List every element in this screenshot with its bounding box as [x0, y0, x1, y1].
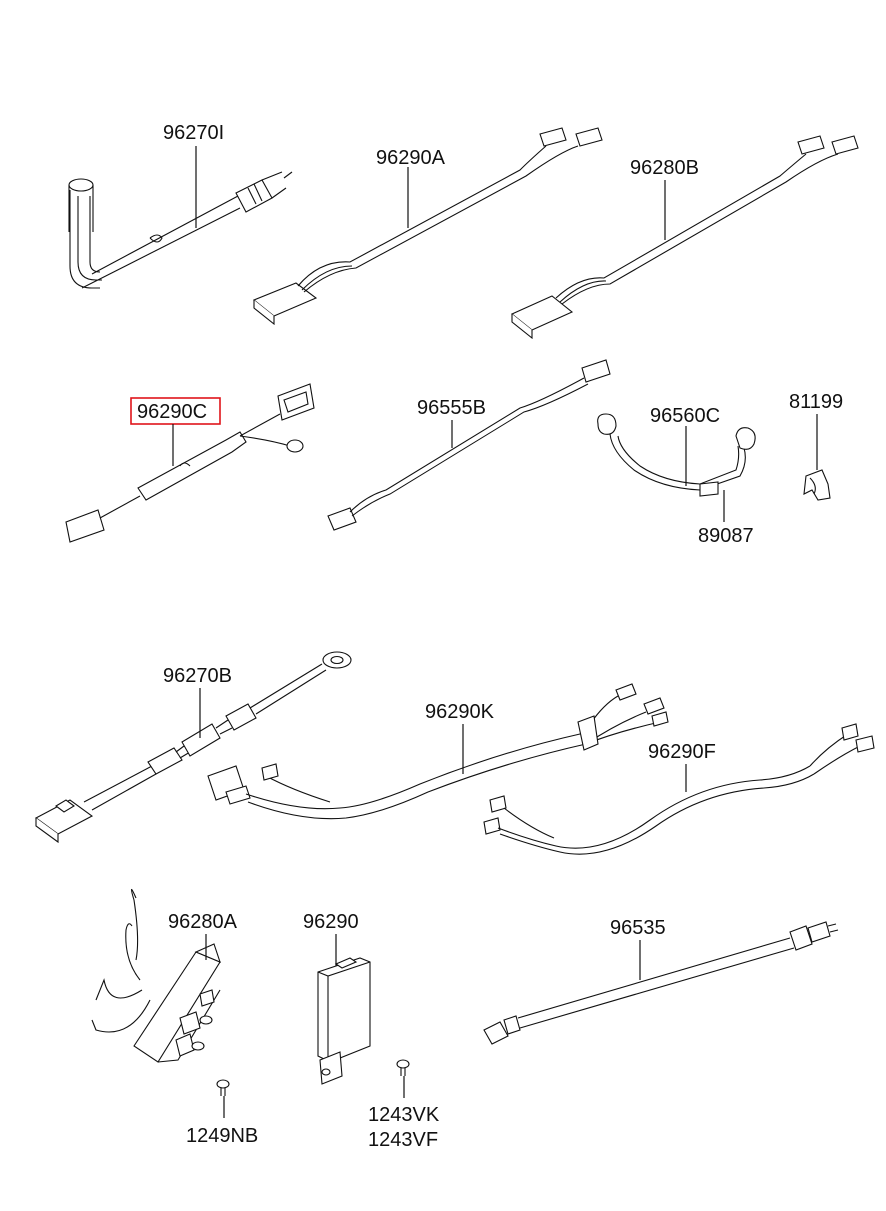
part-96270I-cable[interactable]	[68, 171, 293, 289]
part-96270B-cable[interactable]	[34, 651, 352, 844]
highlight-box-96290C	[130, 397, 221, 425]
label-96560C[interactable]: 96560C	[650, 405, 720, 427]
part-81199-clip[interactable]	[803, 469, 831, 501]
part-96535-cable[interactable]	[483, 921, 839, 1045]
label-1249NB[interactable]: 1249NB	[186, 1125, 258, 1147]
label-1243VK[interactable]: 1243VK	[368, 1104, 440, 1126]
part-96290A-harness[interactable]	[252, 127, 603, 326]
part-96280B-harness[interactable]	[510, 135, 859, 340]
part-96290K-harness[interactable]	[207, 683, 669, 820]
label-96290[interactable]: 96290	[303, 911, 359, 933]
label-96280A[interactable]: 96280A	[168, 911, 238, 933]
part-96560C-cable[interactable]	[597, 413, 756, 497]
part-1243VK-screw[interactable]	[396, 1059, 410, 1076]
part-96555B-cable[interactable]	[327, 359, 611, 531]
label-96270B[interactable]: 96270B	[163, 665, 232, 687]
label-96290K[interactable]: 96290K	[425, 701, 495, 723]
part-96280A-module[interactable]	[91, 888, 221, 1063]
label-96535[interactable]: 96535	[610, 917, 666, 939]
part-96290C-cable[interactable]	[65, 383, 315, 543]
part-96290F-harness[interactable]	[483, 723, 875, 855]
label-81199[interactable]: 81199	[789, 391, 843, 413]
label-96280B[interactable]: 96280B	[630, 157, 699, 179]
label-96290C[interactable]: 96290C	[137, 401, 207, 423]
label-96270I[interactable]: 96270I	[163, 122, 224, 144]
label-96290A[interactable]: 96290A	[376, 147, 446, 169]
label-89087[interactable]: 89087	[698, 525, 754, 547]
label-1243VF[interactable]: 1243VF	[368, 1129, 438, 1151]
label-96555B[interactable]: 96555B	[417, 397, 486, 419]
part-96290-module[interactable]	[317, 957, 371, 1085]
part-1249NB-screw[interactable]	[216, 1079, 230, 1096]
label-96290F[interactable]: 96290F	[648, 741, 716, 763]
